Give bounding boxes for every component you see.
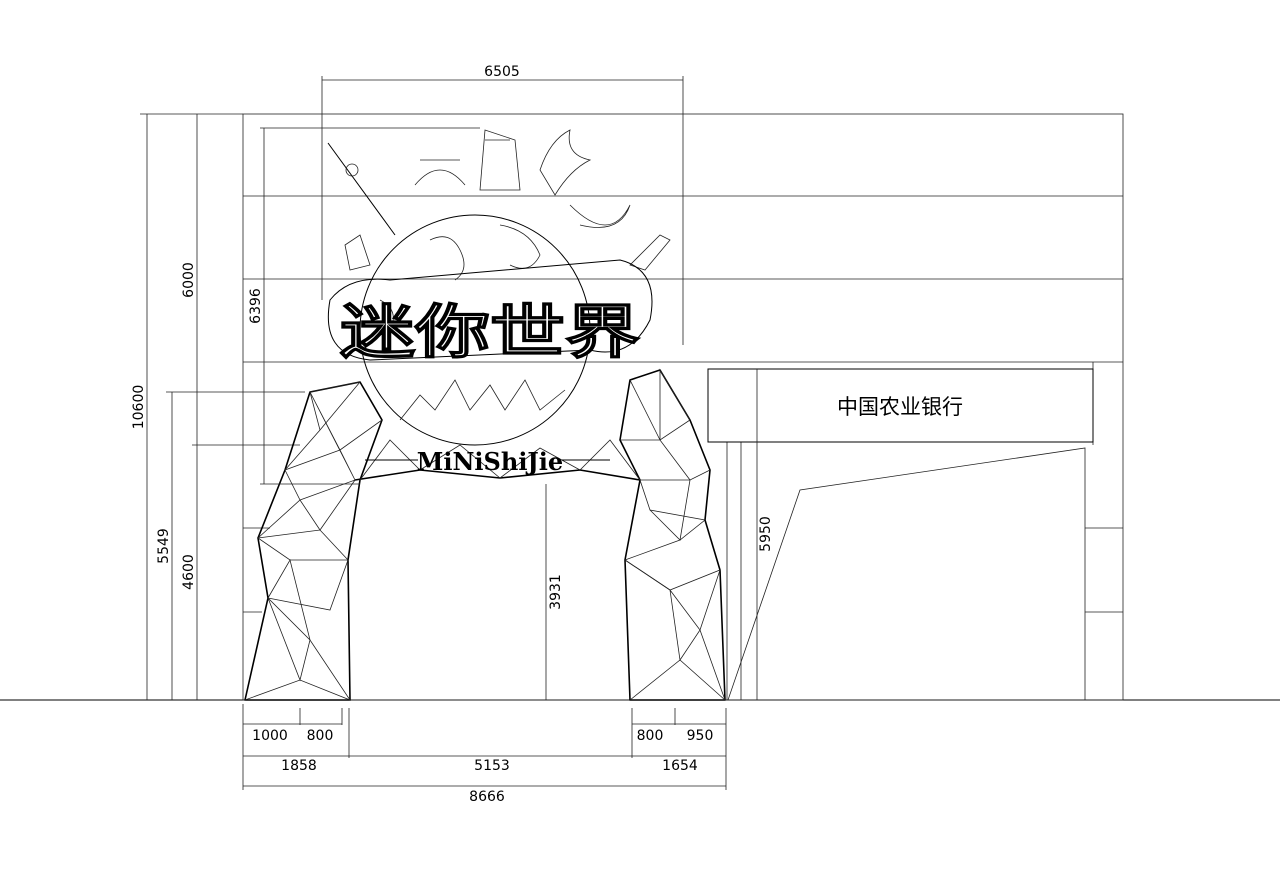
building-icon: [344, 234, 371, 271]
children-figures-icon: [399, 379, 566, 421]
bank-sign-text: 中国农业银行: [837, 395, 963, 419]
dim-building-height: 5950: [758, 516, 774, 552]
tv-tower-icon: [327, 142, 396, 236]
dim-right-foot-a: 800: [637, 728, 664, 744]
dim-left-leg: 1858: [281, 758, 317, 774]
arch-bridge: [354, 439, 641, 481]
globe-icon: [359, 214, 591, 446]
dim-lower-height: 4600: [181, 554, 197, 590]
cctv-tower-icon: [479, 129, 521, 191]
dim-logo-height: 6396: [248, 288, 264, 324]
dim-upper-height: 6000: [181, 262, 197, 298]
dim-total-width: 8666: [469, 789, 505, 805]
dim-right-leg: 1654: [662, 758, 698, 774]
rocket-icon: [629, 234, 671, 271]
arch-right-leg: [619, 368, 726, 701]
svg-text:迷你世界: 迷你世界: [340, 298, 640, 366]
dim-total-height: 10600: [131, 385, 147, 430]
logo-banner: [327, 259, 653, 361]
dim-left-foot-b: 800: [307, 728, 334, 744]
dim-arch-top-height: 5549: [156, 528, 172, 564]
dim-left-foot-a: 1000: [252, 728, 288, 744]
brand-text: MiNiShiJie: [417, 447, 563, 476]
logo-sculpture: 迷你世界 MiNiShiJie: [327, 129, 671, 476]
dimension-lines: 6505 10600 6000 4600 5549 6396 3931 5950: [131, 64, 774, 805]
dim-logo-width: 6505: [484, 64, 520, 80]
dim-right-foot-b: 950: [687, 728, 714, 744]
bank-sign: 中国农业银行: [707, 368, 1094, 443]
arch-left-leg: [244, 381, 383, 701]
dim-opening-width: 5153: [474, 758, 510, 774]
dim-opening-height: 3931: [548, 574, 564, 610]
temple-icon: [414, 159, 466, 186]
stadium-icon: [569, 204, 631, 228]
figure-icon: [539, 129, 592, 196]
